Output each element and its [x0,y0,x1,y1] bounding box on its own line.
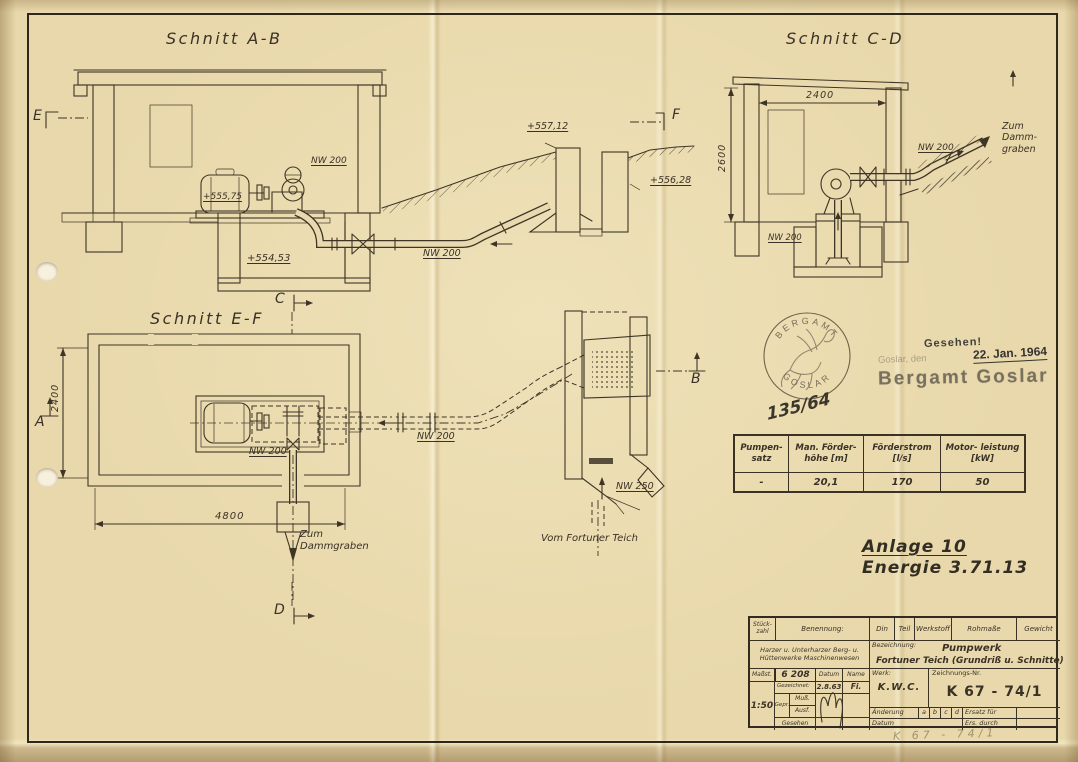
tb-ausf: Ausf. [790,706,816,718]
cd-nw200-label: NW 200 [918,143,954,153]
pump-table-value: - [735,473,789,491]
tb-gesehen-name-cell [843,718,870,730]
title-schnitt-ab: Schnitt A-B [166,29,283,48]
energie-number: Energie 3.71.13 [862,558,1029,579]
tb-rev-c: c [941,708,952,719]
tb-werkstoff: Werkstoff [915,618,952,641]
marker-b: B [691,371,701,387]
bergamt-goslar-stamp: Bergamt Goslar [877,365,1049,390]
tb-rohmasse: Rohmaße [952,618,1017,641]
ab-elev-floor-label: +555,75 [203,192,243,202]
schnitt-ab-drawing [61,69,695,292]
tb-rev-b: b [930,708,941,719]
sheet-border [27,13,1058,743]
tb-massstab-label: Maßst. [750,669,775,682]
marker-f: F [672,107,681,123]
intake-vom-fortuner-teich-label: Vom Fortuner Teich [541,533,638,544]
intake-drawing [388,310,665,556]
title-schnitt-ef: Schnitt E-F [150,309,264,328]
tb-massstab-value: 1:50 [750,682,775,730]
tb-werk-value: K.W.C. [877,682,921,694]
tb-zeichnung-label: Zeichnungs-Nr. [932,669,982,677]
ef-nw200-label: NW 200 [249,446,287,457]
tb-benennung: Benennung: [776,618,870,641]
marker-d: D [274,602,285,618]
tb-gesehen-datum-cell [816,718,843,730]
intake-nw200-label: NW 200 [417,431,455,442]
pump-table-value: 50 [975,476,990,488]
tb-bezeichnung-line1: Pumpwerk [942,643,1002,654]
tb-rev-d: d [952,708,963,719]
tb-gepr: Gepr. [775,694,790,718]
horse-icon [780,328,835,391]
pump-table-header: Man. Förder- höhe [m] [789,436,864,473]
pump-table-header: Förderstrom [l/s] [864,436,941,473]
ab-elev-pit-label: +554,53 [247,253,291,264]
tb-pruef-name-cell [843,694,870,718]
tb-rev-a: a [919,708,930,719]
tb-datum2: Datum [870,719,963,730]
cd-nw200-pit-label: NW 200 [768,233,802,243]
tb-teil: Teil [895,618,915,641]
schnitt-cd-drawing [724,70,1016,278]
pump-table-header: Pumpen- satz [735,436,789,473]
tb-name-header: Name [843,669,870,682]
ab-nw200-suction-label: NW 200 [423,248,461,259]
schnitt-ef-drawing [57,333,401,600]
anlage-annotation: Anlage 10 Energie 3.71.13 [862,537,1028,580]
title-schnitt-cd: Schnitt C-D [786,29,905,48]
outlet-elev-left-label: +557,12 [527,121,569,132]
ab-nw200-pump-label: NW 200 [311,156,347,166]
goslar-den-stamp: Goslar, den [877,353,927,366]
intake-nw250-label: NW 250 [616,481,654,492]
tb-gezeichnet-name: Fi. [843,682,870,694]
tb-gezeichnet-datum: 2.8.63 [816,682,843,694]
pump-table-value: 20,1 [789,473,864,491]
ef-width-dim: 4800 [215,511,245,522]
tb-gesehen: Gesehen [775,718,816,730]
tb-gewicht: Gewicht [1017,618,1060,641]
tb-ers-durch: Ers. durch [963,719,1017,730]
tb-bezeichnung-label: Bezeichnung: [872,641,917,649]
tb-gezeichnet: Gezeichnet: [775,682,816,694]
tb-pruef-datum-cell [816,694,843,718]
tb-blank-2 [1017,719,1060,730]
tb-zeichnung-nr: K 67 - 74/1 [946,683,1043,700]
tb-datum-header: Datum [816,669,843,682]
outlet-elev-right-label: +556,28 [650,175,692,186]
cd-width-dim: 2400 [806,90,835,101]
tb-aenderung: Änderung [870,708,919,719]
punch-hole-top [36,262,58,281]
tb-werk-label: Werk: [872,669,892,677]
tb-ersatz-fuer: Ersatz für [963,708,1017,719]
anlage-number: Anlage 10 [862,537,967,557]
pump-data-table: Pumpen- satz Man. Förder- höhe [m] Förde… [733,434,1026,493]
section-marker-lines [41,111,706,625]
cd-height-dim: 2600 [717,143,728,172]
tb-company: Harzer u. Unterharzer Berg- u. Hüttenwer… [750,641,870,669]
tb-blank-1 [1017,708,1060,719]
bergamt-seal: BERGAMT GOSLAR [763,312,851,400]
marker-c: C [275,291,285,307]
title-block: Stück- zahl Benennung: Din Teil Werkstof… [748,616,1064,730]
tb-bezeichnung-line2: Fortuner Teich (Grundriß u. Schnitte) [876,656,1064,666]
cd-zum-dammgraben-label: Zum Damm- graben [1002,121,1038,155]
tb-din: Din [870,618,895,641]
tb-muss: Muß. [790,694,816,706]
marker-e: E [33,108,42,124]
ef-height-dim: 2400 [50,383,61,412]
pump-table-header: Motor- leistung [kW] [941,436,1024,473]
ab-pump-set [189,166,331,224]
tb-model-no: 6 208 [775,669,816,682]
tb-stueckzahl: Stück- zahl [750,618,776,641]
marker-a: A [35,414,45,430]
punch-hole-bottom [36,468,58,487]
pump-table-value: 170 [864,473,941,491]
ef-zum-dammgraben-label: Zum Dammgraben [300,529,369,552]
